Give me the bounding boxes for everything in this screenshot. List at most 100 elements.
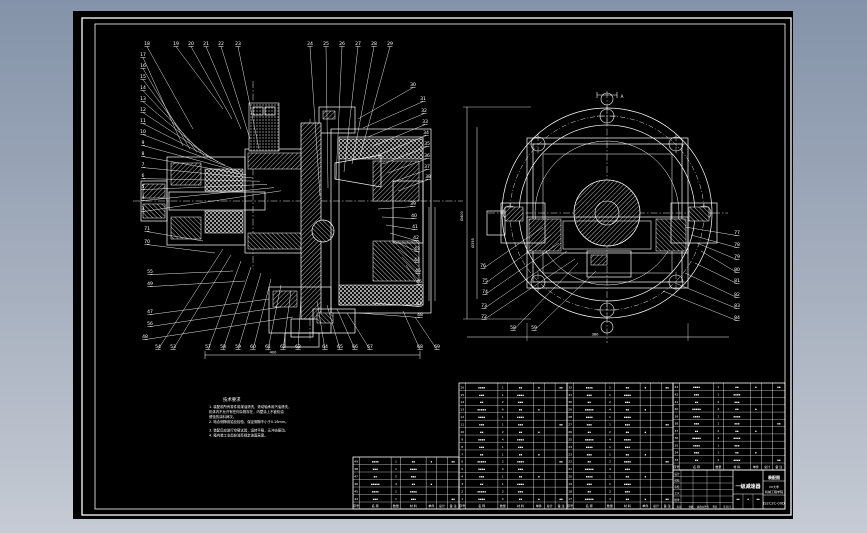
svg-text:▪▪▪▪▪: ▪▪▪▪▪ — [477, 490, 486, 493]
callout-number: 58 — [220, 344, 226, 350]
callout-number: 49 — [147, 281, 153, 287]
svg-text:1: 1 — [502, 415, 504, 419]
svg-text:审核: 审核 — [674, 485, 680, 489]
callout-number: 9 — [142, 140, 145, 146]
svg-text:16: 16 — [460, 385, 464, 389]
svg-text:▪▪▪: ▪▪▪ — [518, 446, 524, 449]
callout-number: 64 — [322, 344, 328, 350]
svg-text:4: 4 — [461, 475, 463, 479]
callout-number: 47 — [147, 309, 153, 315]
svg-text:4: 4 — [502, 497, 504, 501]
svg-text:4: 4 — [502, 467, 504, 471]
callout-number: 14 — [140, 85, 146, 91]
callout-number: 84 — [734, 315, 740, 321]
callout-number: 71 — [144, 226, 150, 232]
svg-text:▪▪: ▪▪ — [412, 460, 416, 463]
svg-text:2: 2 — [502, 460, 504, 464]
callout-number: 75 — [482, 278, 488, 284]
svg-text:▪: ▪ — [755, 408, 757, 411]
svg-text:▪▪▪▪: ▪▪▪▪ — [733, 415, 740, 418]
bom-header-cell: 数量 — [393, 503, 399, 508]
svg-text:21: 21 — [568, 467, 572, 471]
svg-text:▪▪: ▪▪ — [519, 476, 523, 479]
svg-text:▪▪▪▪: ▪▪▪▪ — [733, 459, 740, 462]
svg-text:▪▪: ▪▪ — [451, 460, 455, 463]
svg-text:▪▪: ▪▪ — [626, 498, 630, 501]
callout-number: 73 — [481, 303, 487, 309]
callout-number: 3 — [142, 206, 145, 212]
callout-number: 27 — [355, 41, 361, 47]
svg-text:15: 15 — [460, 393, 464, 397]
svg-text:3: 3 — [461, 482, 463, 486]
svg-text:▪▪: ▪▪ — [735, 386, 739, 389]
svg-text:26: 26 — [568, 430, 572, 434]
svg-text:▪▪: ▪▪ — [695, 401, 699, 404]
bom-header-cell: 序号 — [459, 503, 465, 508]
bom-header-cell: 数量 — [715, 464, 721, 469]
callout-number: 12 — [140, 107, 146, 113]
bom-header-cell: 材 料 — [517, 503, 524, 508]
svg-text:▪▪▪▪: ▪▪▪▪ — [624, 438, 631, 441]
svg-text:▪▪▪: ▪▪▪ — [587, 394, 593, 397]
svg-text:▪▪▪▪: ▪▪▪▪ — [517, 416, 524, 419]
notes-title: 技术要求 — [223, 396, 241, 403]
svg-text:▪▪▪: ▪▪▪ — [518, 468, 524, 471]
callout-number: 18 — [144, 41, 150, 47]
svg-text:29: 29 — [568, 408, 572, 412]
svg-text:年月日: 年月日 — [723, 505, 730, 509]
svg-text:43: 43 — [674, 385, 678, 389]
bom-header-cell: 备 注 — [450, 503, 457, 508]
svg-text:▪▪: ▪▪ — [777, 459, 781, 462]
callout-number: 63 — [295, 344, 301, 350]
svg-text:45: 45 — [354, 489, 358, 493]
callout-number: 16 — [140, 63, 146, 69]
sheet-frame — [81, 17, 792, 516]
callout-number: 74 — [482, 289, 488, 295]
svg-text:42: 42 — [674, 393, 678, 397]
svg-text:▪▪: ▪▪ — [519, 453, 523, 456]
bom-header-cell: 总计 — [653, 503, 659, 508]
svg-text:▪▪▪▪▪: ▪▪▪▪▪ — [477, 461, 486, 464]
svg-text:4: 4 — [609, 437, 611, 441]
svg-text:4: 4 — [502, 437, 504, 441]
svg-text:▪▪▪: ▪▪▪ — [694, 452, 700, 455]
svg-text:更改文件号: 更改文件号 — [697, 505, 710, 509]
svg-text:2: 2 — [502, 489, 504, 493]
callout-number: 37 — [424, 164, 430, 170]
svg-text:▪▪▪: ▪▪▪ — [479, 446, 485, 449]
callout-number: 69 — [434, 344, 440, 350]
bom-header-cell: 材 料 — [410, 503, 417, 508]
callout-number: 19 — [173, 41, 179, 47]
dim-left-outer: Ø400 — [459, 210, 464, 220]
svg-text:2: 2 — [717, 429, 719, 433]
svg-text:▪▪: ▪▪ — [480, 401, 484, 404]
callout-number: 46 — [416, 279, 422, 285]
svg-text:▪▪: ▪▪ — [626, 431, 630, 434]
svg-text:▪▪: ▪▪ — [559, 424, 563, 427]
svg-text:1: 1 — [502, 393, 504, 397]
callout-number: 47 — [416, 301, 422, 307]
svg-text:▪▪: ▪▪ — [373, 475, 377, 478]
svg-text:▪▪: ▪▪ — [665, 386, 669, 389]
svg-text:2: 2 — [502, 400, 504, 404]
svg-text:▪▪▪: ▪▪▪ — [587, 483, 593, 486]
svg-text:4: 4 — [717, 436, 719, 440]
svg-text:1: 1 — [502, 445, 504, 449]
callout-number: 48 — [142, 334, 148, 340]
svg-text:27: 27 — [568, 423, 572, 427]
callout-number: 7 — [142, 162, 145, 168]
svg-text:19: 19 — [568, 482, 572, 486]
svg-text:▪▪: ▪▪ — [480, 483, 484, 486]
callout-number: 79 — [734, 254, 740, 260]
svg-text:▪▪: ▪▪ — [559, 461, 563, 464]
svg-text:4: 4 — [609, 497, 611, 501]
svg-text:校核: 校核 — [674, 479, 680, 483]
svg-text:8: 8 — [461, 445, 463, 449]
svg-text:25: 25 — [568, 437, 572, 441]
svg-text:▪▪: ▪▪ — [519, 431, 523, 434]
callout-number: 29 — [387, 41, 393, 47]
svg-text:▪▪▪: ▪▪▪ — [479, 476, 485, 479]
svg-text:▪: ▪ — [747, 498, 749, 501]
